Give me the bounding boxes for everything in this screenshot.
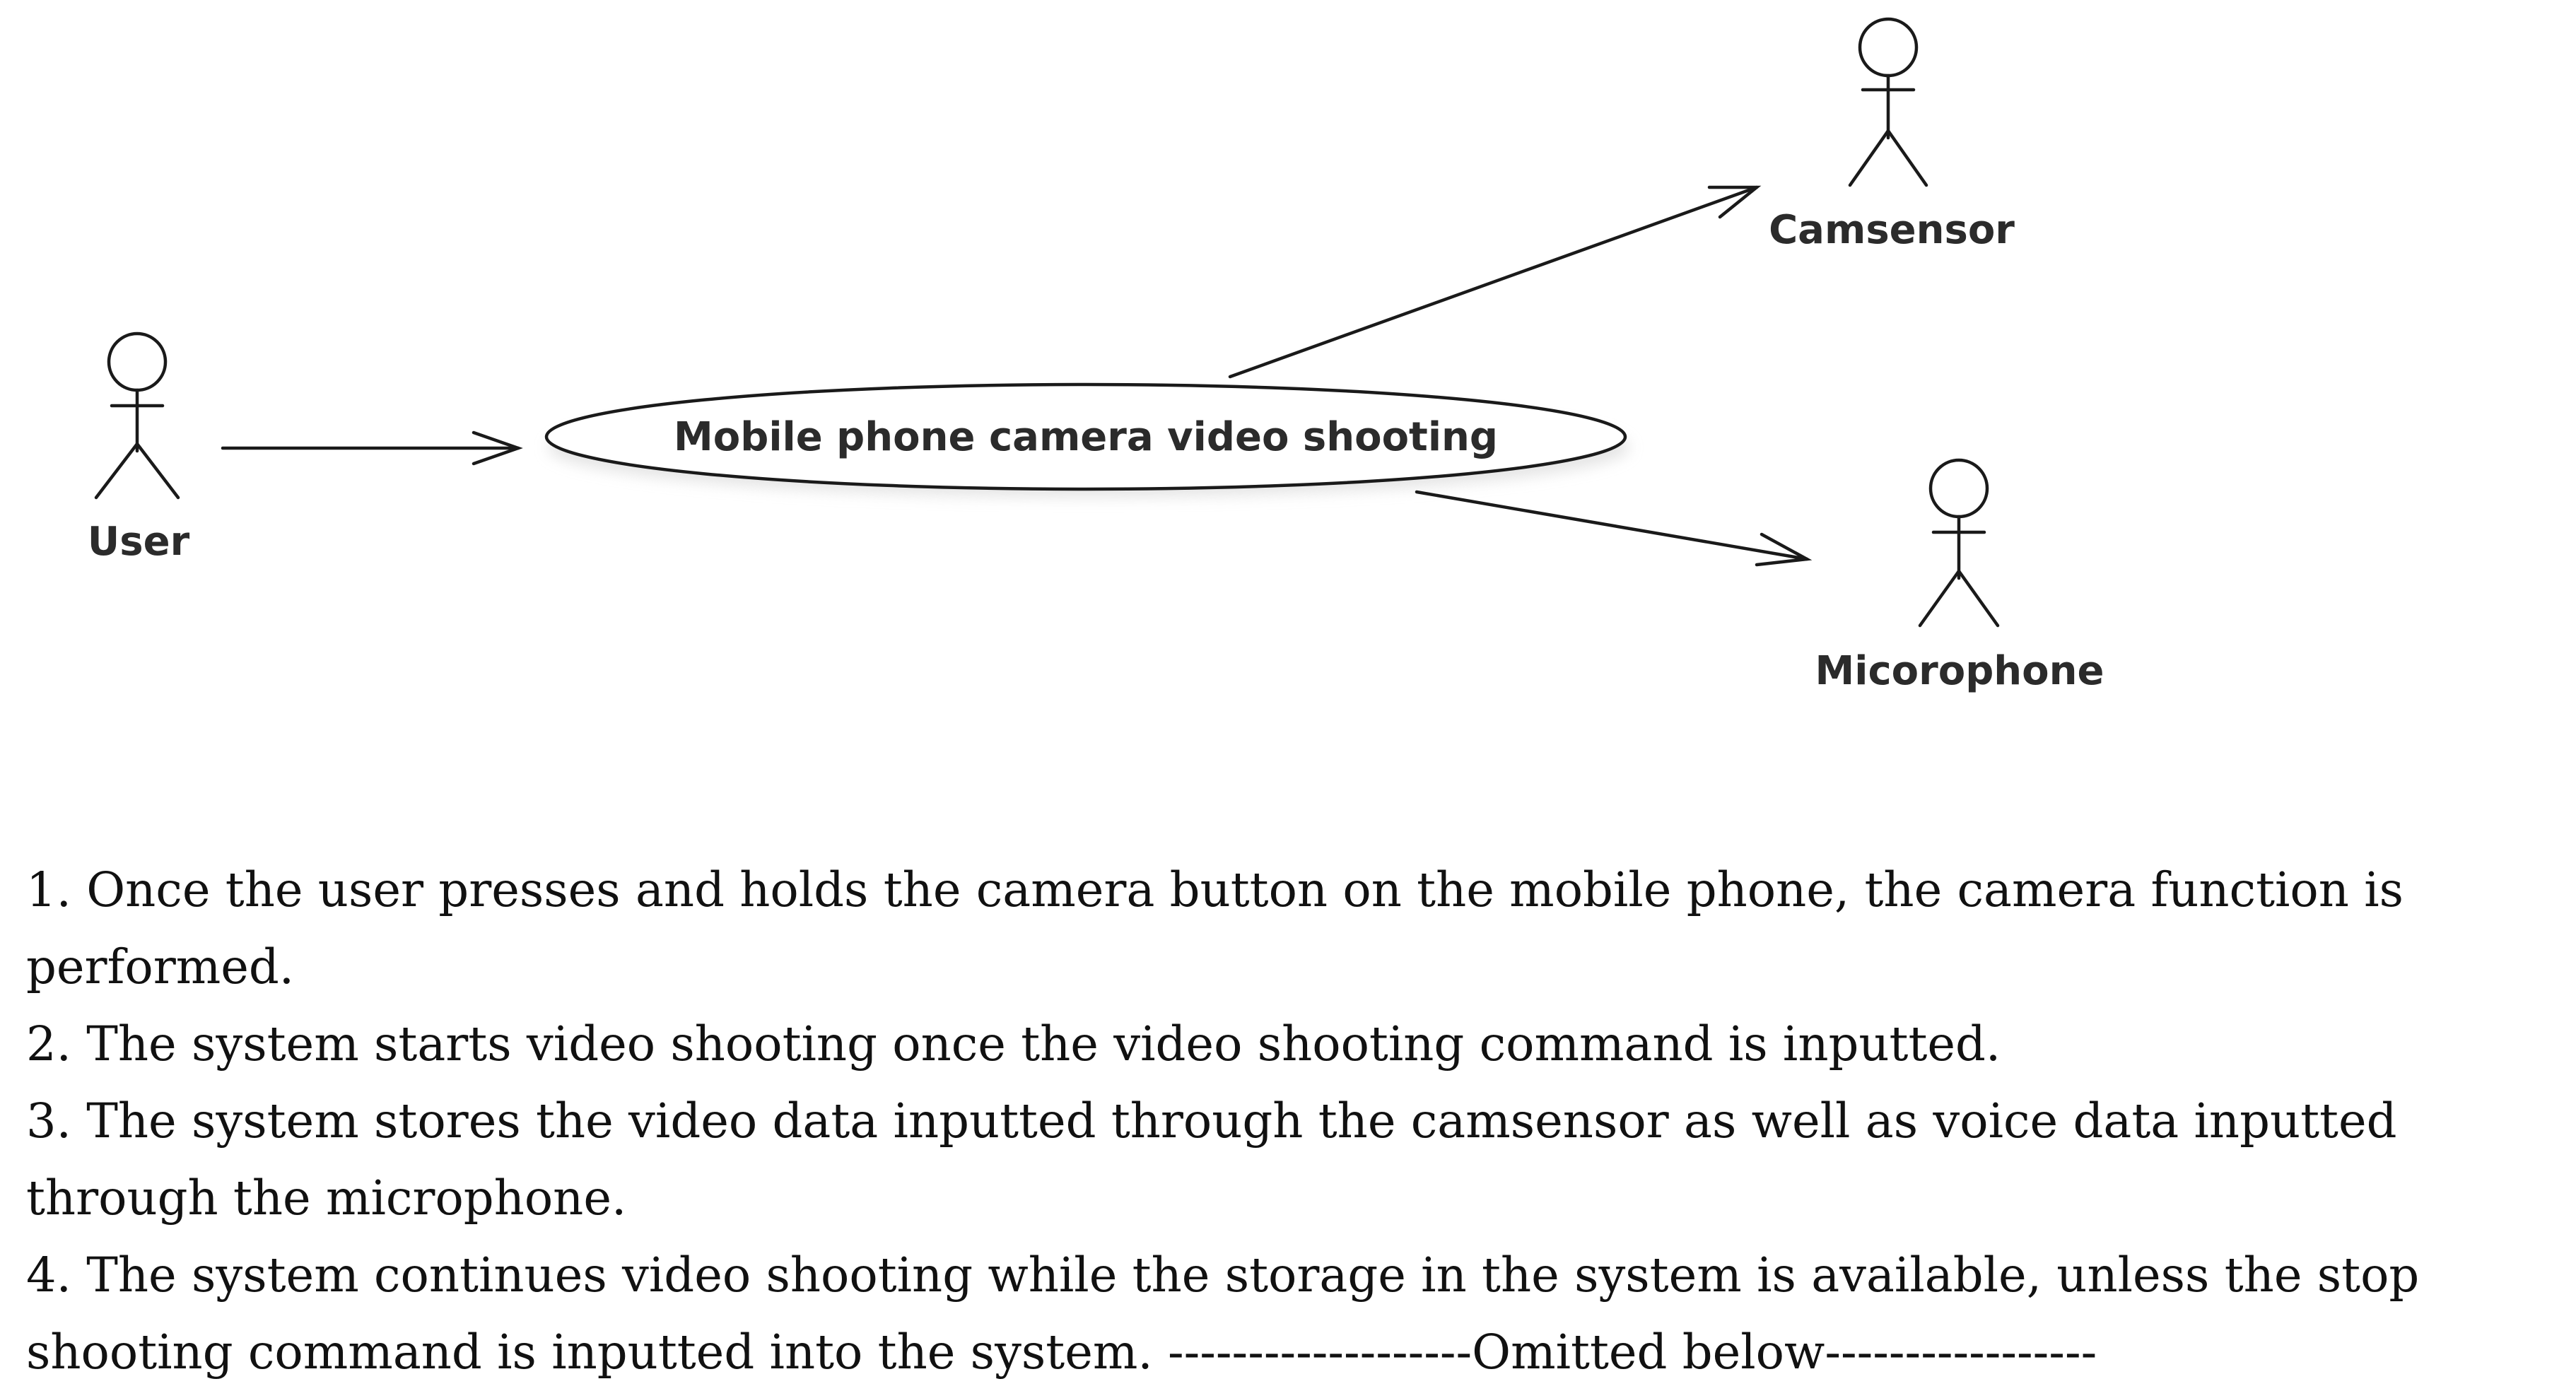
arrow-head-icon [472, 430, 523, 466]
arrow-head-icon [1707, 185, 1762, 219]
actor-camsensor-label: Camsensor [1769, 207, 2015, 253]
actor-user: User [88, 331, 190, 565]
association-use-case-to-microphone [1415, 490, 1813, 567]
description-step-2: 2. The system starts video shooting once… [26, 1016, 2001, 1072]
actor-camsensor: Camsensor [1769, 17, 2015, 253]
actor-microphone: Micorophone [1815, 458, 2104, 694]
use-case-description: 1. Once the user presses and holds the c… [26, 852, 2571, 1391]
use-case-diagram: User Camsensor Micorophone Mobile phone … [88, 17, 2104, 694]
actor-user-icon [94, 331, 180, 500]
use-case-ellipse [544, 382, 1627, 491]
actor-camsensor-icon [1848, 17, 1928, 187]
association-use-case-to-camsensor [1228, 185, 1762, 379]
actor-microphone-icon [1918, 458, 2000, 628]
description-step-4: 4. The system continues video shooting w… [26, 1248, 2420, 1380]
association-user-to-use-case [221, 430, 523, 466]
arrow-head-icon [1755, 532, 1813, 567]
actor-microphone-label: Micorophone [1815, 648, 2104, 694]
use-case-label: Mobile phone camera video shooting [674, 414, 1498, 460]
description-step-3: 3. The system stores the video data inpu… [26, 1093, 2397, 1226]
description-step-1: 1. Once the user presses and holds the c… [26, 862, 2404, 994]
use-case-mobile-phone-camera-video-shooting: Mobile phone camera video shooting [544, 382, 1629, 497]
actor-user-label: User [88, 519, 190, 565]
